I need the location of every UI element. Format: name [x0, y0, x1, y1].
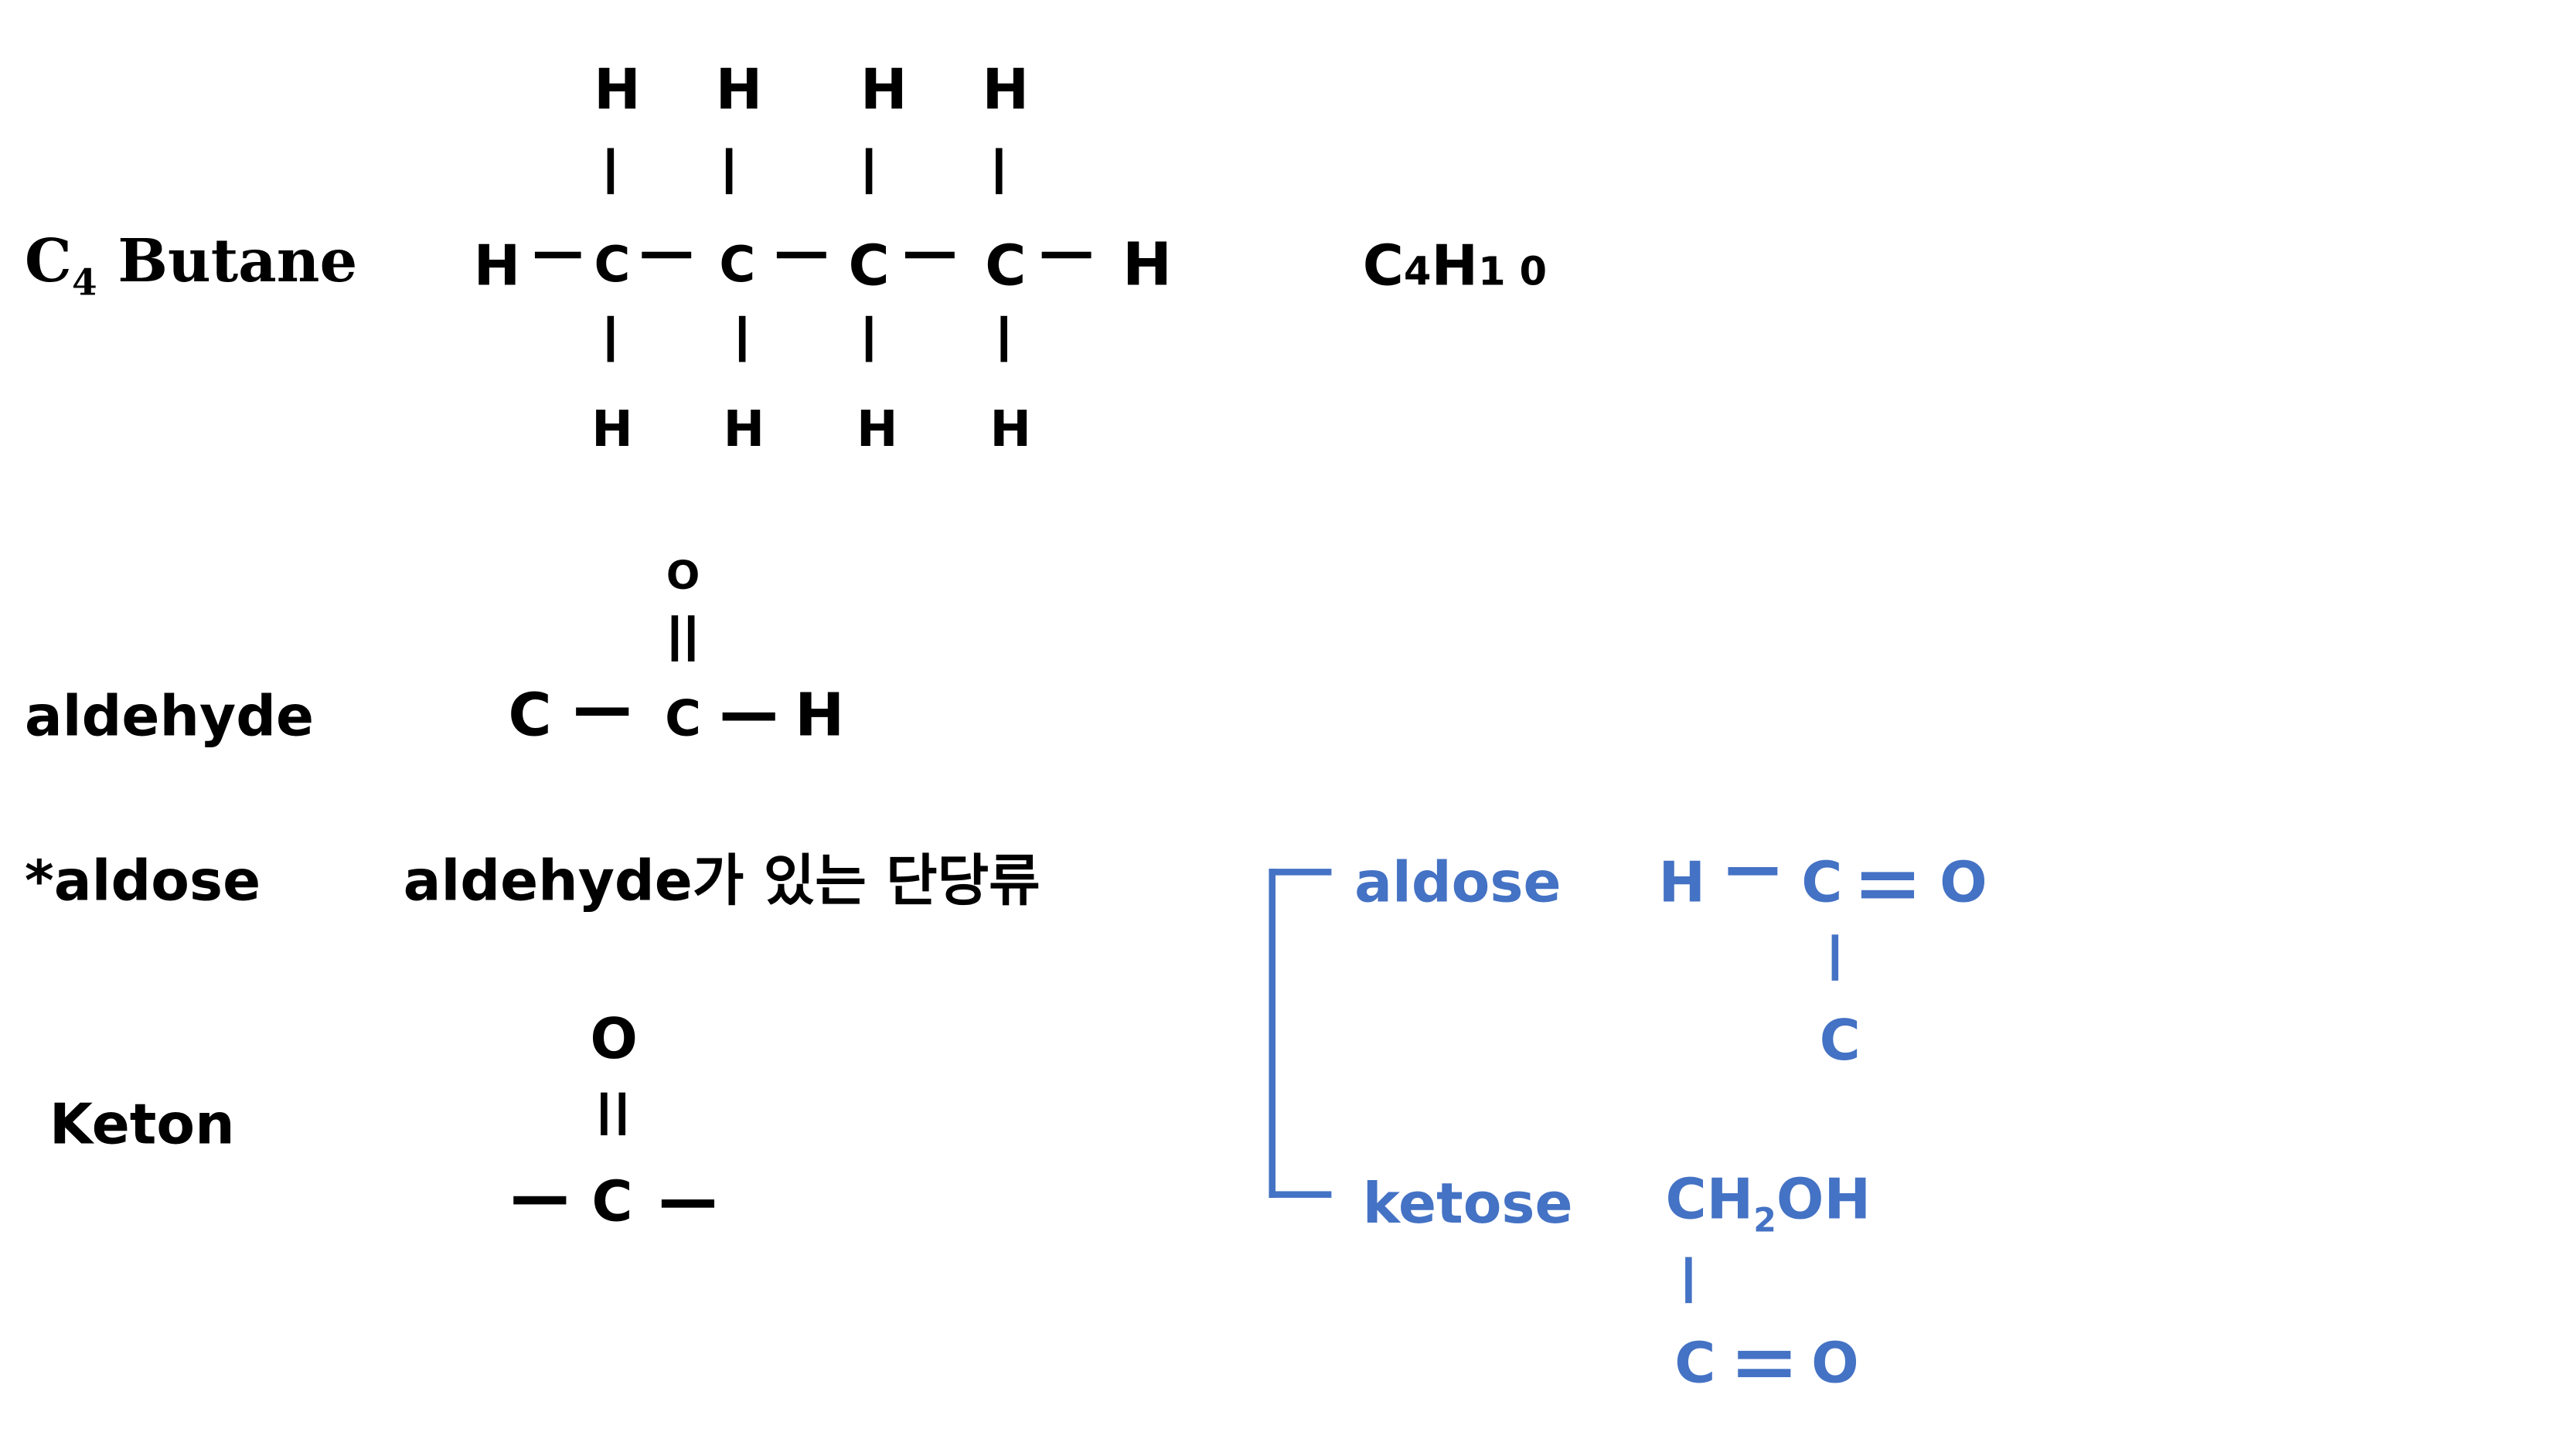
bond	[1831, 934, 1839, 981]
bond	[904, 251, 955, 259]
bond	[996, 148, 1003, 195]
atom-o: O	[1811, 1331, 1859, 1397]
atom-c: C	[1674, 1331, 1716, 1397]
bond	[607, 148, 615, 195]
atom-h: H	[795, 682, 845, 750]
double-bond	[1861, 872, 1915, 881]
atom-h: H	[1122, 232, 1172, 300]
atom-c: C	[1801, 850, 1843, 917]
atom-c: C	[591, 1169, 633, 1236]
bond	[534, 251, 581, 259]
atom-h: H	[591, 401, 633, 459]
bond	[1685, 1257, 1692, 1304]
atom-o: O	[666, 553, 700, 599]
bracket	[1269, 1191, 1332, 1198]
atom-h: H	[982, 57, 1030, 124]
bracket	[1269, 869, 1276, 1198]
atom-h: H	[473, 233, 521, 300]
atom-c: C	[985, 233, 1027, 300]
double-bond	[601, 1092, 608, 1136]
ch2oh-group: CH2OH	[1665, 1167, 1872, 1240]
atom-h: H	[723, 401, 765, 459]
bond	[661, 1199, 714, 1208]
bond	[1041, 251, 1092, 259]
ketose-label: ketose	[1362, 1171, 1573, 1238]
bond	[738, 315, 746, 362]
bond	[725, 148, 733, 195]
atom-c: C	[848, 233, 890, 300]
bond	[513, 1196, 567, 1205]
bond	[776, 251, 826, 259]
atom-h: H	[1658, 850, 1706, 917]
aldose-note-text: aldehyde가 있는 단당류	[403, 849, 1040, 915]
atom-h: H	[715, 57, 763, 124]
double-bond	[1738, 1369, 1791, 1377]
bond	[642, 251, 692, 259]
bond	[722, 712, 775, 721]
butane-label: C4 Butane	[24, 226, 358, 305]
atom-h: H	[860, 57, 908, 124]
aldose-note-label: *aldose	[24, 849, 261, 915]
atom-o: O	[1940, 850, 1987, 917]
double-bond	[1861, 890, 1915, 899]
butane-formula: C4H1 0	[1362, 233, 1548, 300]
atom-c: C	[1819, 1009, 1861, 1075]
bond	[607, 315, 615, 362]
bond	[865, 148, 873, 195]
bond	[865, 315, 873, 362]
atom-c: C	[665, 691, 701, 749]
bond	[1000, 315, 1007, 362]
double-bond	[687, 615, 695, 662]
bracket	[1269, 869, 1332, 876]
aldose-label: aldose	[1354, 850, 1562, 917]
atom-h: H	[594, 57, 641, 124]
double-bond	[671, 615, 679, 662]
keton-label: Keton	[49, 1092, 235, 1158]
bond	[1728, 866, 1778, 876]
atom-c: C	[594, 236, 631, 295]
aldehyde-label: aldehyde	[24, 684, 315, 750]
double-bond	[1738, 1350, 1791, 1359]
bond	[576, 707, 629, 716]
atom-h: H	[857, 401, 898, 459]
double-bond	[618, 1092, 626, 1136]
atom-o: O	[590, 1006, 638, 1073]
atom-h: H	[989, 401, 1031, 459]
atom-c: C	[719, 236, 756, 295]
atom-c: C	[508, 682, 552, 750]
